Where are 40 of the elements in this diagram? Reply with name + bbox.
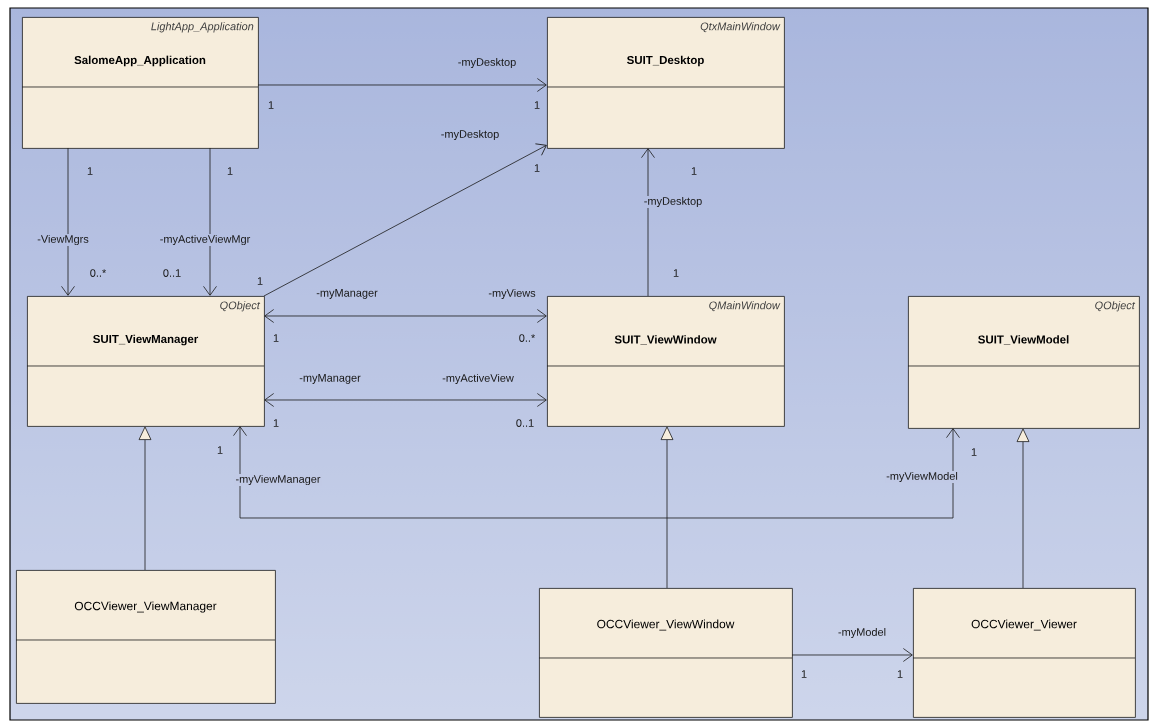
association-label: 0..* — [90, 269, 107, 277]
association-label: -myDesktop — [458, 57, 516, 69]
association-arrow — [203, 147, 217, 296]
association-arrow — [233, 426, 960, 519]
association-label: 1 — [897, 670, 903, 678]
association-label: -myDesktop — [441, 129, 499, 141]
association-arrow — [263, 143, 547, 297]
association-label: 0..1 — [163, 269, 181, 277]
association-label: 0..1 — [516, 419, 534, 427]
association-arrow — [791, 648, 913, 662]
association-label: 1 — [87, 167, 93, 175]
generalization-arrow — [1016, 428, 1030, 589]
class-box: LightApp_Application SalomeApp_Application — [21, 17, 259, 149]
association-label: -myManager — [316, 289, 378, 299]
class-box: QObject SUIT_ViewModel — [907, 296, 1140, 429]
association-label: 1 — [971, 448, 977, 456]
association-arrow — [641, 148, 655, 297]
association-label: 1 — [217, 446, 223, 454]
association-label: 1 — [673, 269, 679, 277]
association-label: 1 — [257, 277, 263, 285]
class-box: OCCViewer_ViewWindow — [538, 588, 793, 718]
association-label: 1 — [691, 167, 697, 175]
association-label: -myViews — [488, 288, 536, 300]
association-label: 1 — [227, 167, 233, 175]
class-box: OCCViewer_ViewManager — [15, 570, 276, 704]
association-label: -myManager — [299, 374, 361, 384]
association-label: 1 — [534, 164, 540, 172]
class-box: QtxMainWindow SUIT_Desktop — [546, 17, 785, 149]
association-arrow — [61, 147, 75, 296]
generalization-arrow — [660, 426, 674, 589]
association-label: 0..* — [519, 334, 536, 342]
class-box: QObject SUIT_ViewManager — [26, 296, 265, 427]
association-arrow — [257, 78, 547, 92]
generalization-arrow — [138, 426, 152, 571]
class-box: OCCViewer_Viewer — [912, 588, 1136, 718]
association-label: -myActiveView — [442, 373, 514, 385]
class-box: QMainWindow SUIT_ViewWindow — [546, 296, 785, 427]
association-label: -myModel — [838, 627, 886, 639]
association-arrow — [264, 309, 547, 323]
association-arrow — [264, 393, 547, 407]
